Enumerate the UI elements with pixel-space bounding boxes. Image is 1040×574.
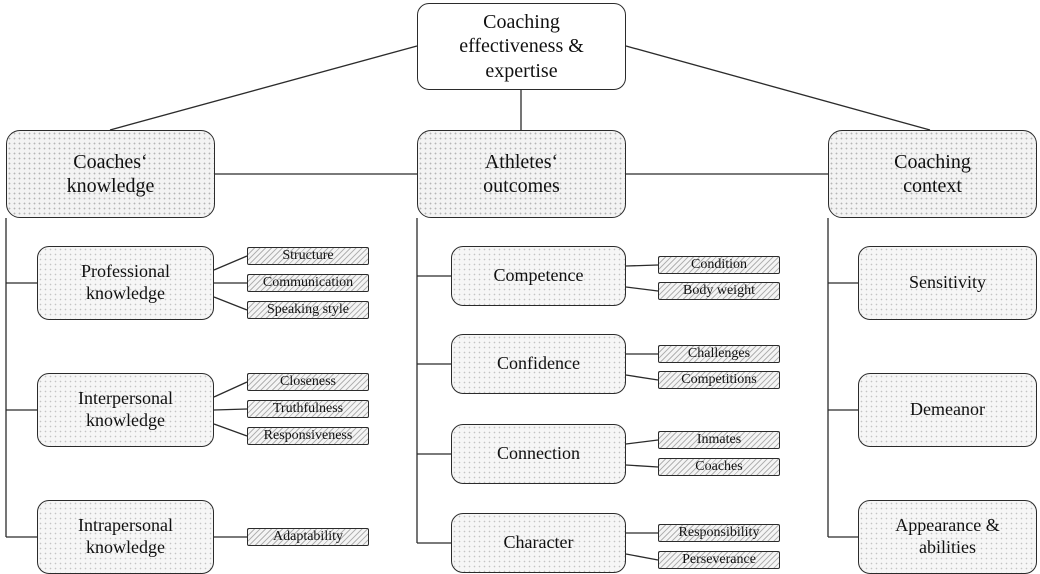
category-coaching-context-label: Coaching context: [894, 150, 971, 197]
sub-demeanor: Demeanor: [858, 373, 1037, 447]
sub-intrapersonal-knowledge: Intrapersonal knowledge: [37, 500, 214, 574]
connector-connection-inmates: [625, 439, 659, 445]
sub-interpersonal-knowledge: Interpersonal knowledge: [37, 373, 214, 447]
category-coaches-knowledge-label: Coaches‘ knowledge: [66, 150, 155, 197]
leaf-inmates: Inmates: [658, 431, 780, 449]
sub-interpersonal-knowledge-label: Interpersonal knowledge: [78, 388, 173, 430]
leaf-condition: Condition: [658, 256, 780, 274]
root-node-label: Coaching effectiveness & expertise: [459, 10, 584, 82]
connector-interpersonal-closeness: [213, 381, 248, 398]
sub-competence-label: Competence: [493, 265, 584, 286]
sub-professional-knowledge: Professional knowledge: [37, 246, 214, 320]
root-node: Coaching effectiveness & expertise: [417, 3, 626, 90]
leaf-speaking-style: Speaking style: [247, 301, 369, 319]
sub-sensitivity: Sensitivity: [858, 246, 1037, 320]
connector-confidence-competitions: [625, 374, 659, 381]
connector-professional-speaking-style: [213, 296, 248, 311]
sub-connection: Connection: [451, 424, 626, 484]
leaf-coaches: Coaches: [658, 458, 780, 476]
leaf-structure: Structure: [247, 247, 369, 265]
sub-demeanor-label: Demeanor: [910, 399, 985, 420]
sub-competence: Competence: [451, 246, 626, 306]
sub-appearance-abilities: Appearance & abilities: [858, 500, 1037, 574]
connector-professional-structure: [213, 255, 248, 271]
leaf-challenges: Challenges: [658, 345, 780, 363]
sub-intrapersonal-knowledge-label: Intrapersonal knowledge: [78, 515, 173, 557]
leaf-perseverance: Perseverance: [658, 551, 780, 569]
sub-connection-label: Connection: [497, 443, 580, 464]
sub-character: Character: [451, 513, 626, 573]
leaf-communication: Communication: [247, 274, 369, 292]
sub-professional-knowledge-label: Professional knowledge: [81, 261, 170, 303]
category-athletes-outcomes-label: Athletes‘ outcomes: [483, 150, 560, 197]
sub-confidence-label: Confidence: [497, 353, 580, 374]
connector-connection-coaches: [625, 464, 659, 468]
leaf-closeness: Closeness: [247, 373, 369, 391]
leaf-body-weight: Body weight: [658, 282, 780, 300]
connector-character-perseverance: [625, 553, 659, 561]
category-coaches-knowledge: Coaches‘ knowledge: [6, 130, 215, 218]
leaf-responsiveness: Responsiveness: [247, 427, 369, 445]
sub-character-label: Character: [503, 532, 574, 553]
leaf-truthfulness: Truthfulness: [247, 400, 369, 418]
sub-sensitivity-label: Sensitivity: [908, 272, 986, 293]
connector-competence-body-weight: [625, 286, 659, 292]
connector-interpersonal-responsiveness: [213, 423, 248, 437]
category-coaching-context: Coaching context: [828, 130, 1037, 218]
connector-interpersonal-truthfulness: [213, 408, 248, 411]
connector-competence-condition: [625, 264, 659, 267]
sub-appearance-abilities-label: Appearance & abilities: [895, 515, 1000, 557]
leaf-competitions: Competitions: [658, 371, 780, 389]
sub-confidence: Confidence: [451, 334, 626, 394]
leaf-responsibility: Responsibility: [658, 524, 780, 542]
leaf-adaptability: Adaptability: [247, 528, 369, 546]
connector-root-right: [625, 45, 931, 131]
connector-root-left: [109, 45, 418, 131]
category-athletes-outcomes: Athletes‘ outcomes: [417, 130, 626, 218]
